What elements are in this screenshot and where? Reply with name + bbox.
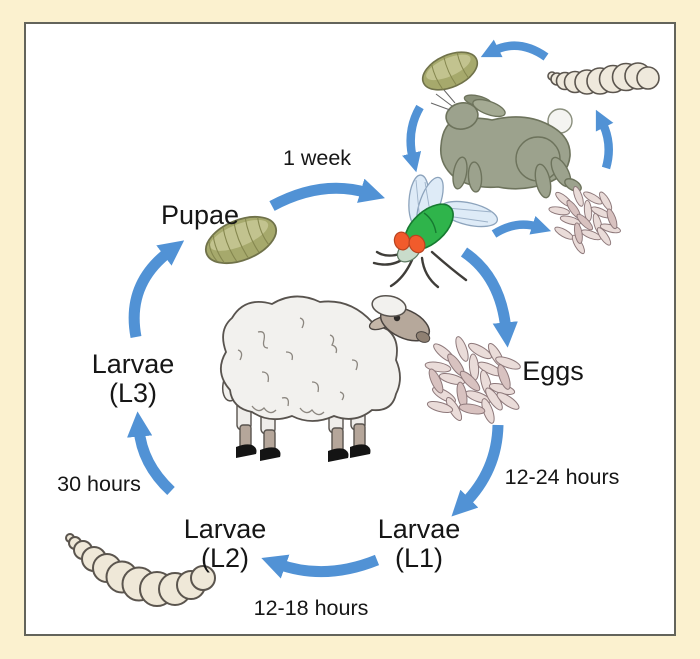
- carcass-cycle-arrows: [402, 39, 614, 238]
- larvae-l2-line1: Larvae: [183, 514, 267, 544]
- sheep-head: [368, 294, 431, 343]
- duration-eggs-to-l1: 12-24 hours: [504, 465, 620, 489]
- duration-pupae-to-adult: 1 week: [282, 146, 352, 170]
- arrow-pupae-to-fly: [269, 178, 385, 211]
- sheep-illustration: [220, 294, 431, 462]
- arrow-l1-to-l2: [261, 554, 380, 579]
- larva-large-illustration: [65, 533, 216, 607]
- larvae-l3-line2: (L3): [108, 378, 157, 409]
- pupa-small-illustration: [421, 51, 479, 91]
- larvae-l2-label: Larvae (L2): [183, 514, 267, 574]
- larvae-l3-label: Larvae (L3): [91, 349, 175, 409]
- larvae-l1-label: Larvae (L1): [377, 514, 461, 574]
- arrow-l3-to-pupae: [128, 240, 185, 339]
- duration-l2-to-l3: 30 hours: [57, 472, 141, 496]
- larvae-l1-line1: Larvae: [377, 514, 461, 544]
- adult-blowfly-illustration: [372, 174, 499, 289]
- arrow-eggs-to-larva-small: [595, 109, 614, 170]
- pupae-label: Pupae: [160, 200, 240, 230]
- arrow-fly-to-eggs: [460, 247, 518, 348]
- fly-legs: [372, 250, 468, 289]
- rabbit-carcass-illustration: [430, 89, 582, 199]
- eggs-label: Eggs: [522, 356, 584, 386]
- duration-l1-to-l2: 12-18 hours: [253, 596, 369, 620]
- larvae-l3-line1: Larvae: [91, 349, 175, 379]
- arrow-l2-to-l3: [127, 411, 175, 496]
- fly-wings: [408, 174, 499, 230]
- arrow-fly-to-eggs-small: [491, 215, 552, 238]
- cycle-arrows: [127, 178, 518, 579]
- egg-mass-large-illustration: [423, 334, 523, 426]
- sheep-wool-texture: [237, 317, 358, 416]
- larvae-l2-line2: (L2): [200, 543, 249, 574]
- pupa-large-illustration: [204, 215, 278, 265]
- egg-mass-small-illustration: [547, 184, 622, 256]
- larva-small-illustration: [547, 62, 660, 95]
- arrow-larva-to-pupa-small: [480, 39, 549, 61]
- fly-eyes: [393, 231, 426, 254]
- arrow-eggs-to-l1: [451, 424, 504, 517]
- larvae-l1-line2: (L1): [394, 543, 443, 574]
- sheep-body: [220, 295, 401, 422]
- arrow-pupa-to-fly-small: [402, 104, 424, 173]
